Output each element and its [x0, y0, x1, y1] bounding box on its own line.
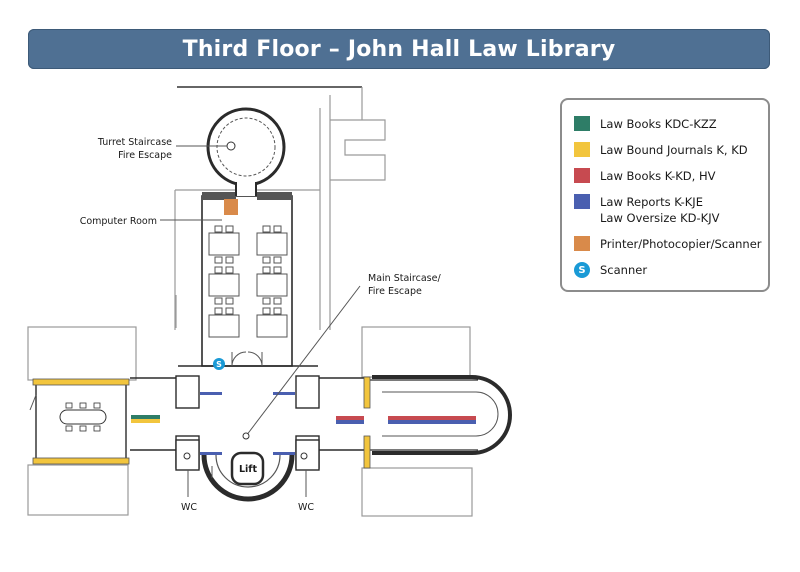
legend-label: Law Books KDC-KZZ: [600, 117, 717, 131]
legend-label-line1: Law Reports K-KJE: [600, 195, 703, 209]
left-reading-area: [29, 378, 130, 465]
building-outline: [27, 86, 473, 517]
lobby-walls: [130, 351, 367, 469]
wc-rooms: [175, 439, 320, 497]
computer-desks: [208, 225, 288, 338]
printer-marker: [224, 199, 238, 215]
title-bar: Third Floor – John Hall Law Library: [28, 29, 770, 69]
lift-area: [201, 451, 295, 502]
swatch-blue: [574, 194, 590, 209]
main-stair-label-line1: Main Staircase/: [368, 273, 441, 284]
swatch-green: [574, 116, 590, 131]
scanner-letter: S: [216, 360, 222, 369]
right-reading-area: [336, 375, 512, 469]
scanner-marker: S: [213, 358, 225, 370]
turret-label-line2: Fire Escape: [118, 150, 172, 161]
lobby-shelves: [200, 392, 295, 455]
legend-label: Law Reports K-KJE Law Oversize KD-KJV: [600, 194, 719, 226]
legend-label: Printer/Photocopier/Scanner: [600, 237, 762, 251]
legend-item: Printer/Photocopier/Scanner: [574, 236, 762, 252]
legend-item: S Scanner: [574, 262, 647, 278]
legend-item: Law Books K-KD, HV: [574, 168, 716, 184]
scanner-icon: S: [574, 262, 590, 278]
page-title: Third Floor – John Hall Law Library: [182, 36, 616, 62]
legend-label: Scanner: [600, 263, 648, 277]
lift-label: Lift: [239, 464, 257, 475]
main-stair-label-line2: Fire Escape: [368, 286, 422, 297]
legend-item: Law Books KDC-KZZ: [574, 116, 717, 132]
wc-right-label: WC: [298, 502, 314, 513]
legend-item: Law Reports K-KJE Law Oversize KD-KJV: [574, 194, 719, 226]
swatch-red: [574, 168, 590, 183]
legend-label-line2: Law Oversize KD-KJV: [600, 211, 720, 225]
legend-item: Law Bound Journals K, KD: [574, 142, 748, 158]
swatch-yellow: [574, 142, 590, 157]
computer-room-label: Computer Room: [80, 216, 157, 227]
turret-label-line1: Turret Staircase: [97, 137, 172, 148]
legend-label: Law Books K-KD, HV: [600, 169, 716, 183]
legend-label: Law Bound Journals K, KD: [600, 143, 748, 157]
leader-lines: [160, 145, 361, 440]
legend: Law Books KDC-KZZ Law Bound Journals K, …: [560, 98, 770, 292]
turret-staircase: [206, 107, 286, 196]
left-shelves: [131, 415, 160, 423]
swatch-orange: [574, 236, 590, 251]
wc-left-label: WC: [181, 502, 197, 513]
